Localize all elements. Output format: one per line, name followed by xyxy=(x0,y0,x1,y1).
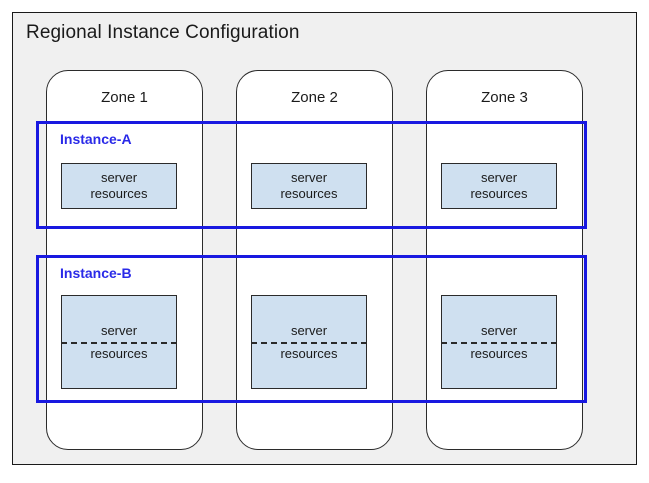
server-resource-line-1: server xyxy=(290,323,328,338)
server-resource-line-2: resources xyxy=(280,346,338,361)
server-resource-box-b2[interactable]: server resources xyxy=(251,295,367,389)
zone-label-2: Zone 2 xyxy=(291,89,338,106)
server-resource-box-a2[interactable]: server resources xyxy=(251,163,367,209)
server-resource-line-2: resources xyxy=(470,346,528,361)
server-resource-box-a1[interactable]: server resources xyxy=(61,163,177,209)
server-resource-line-2: resources xyxy=(280,186,338,201)
zone-card-1[interactable]: Zone 1 xyxy=(46,70,203,450)
dashed-divider-icon xyxy=(441,342,557,344)
zone-label-3: Zone 3 xyxy=(481,89,528,106)
server-resource-box-b1[interactable]: server resources xyxy=(61,295,177,389)
page-title: Regional Instance Configuration xyxy=(26,22,300,43)
server-resource-line-2: resources xyxy=(470,186,528,201)
zone-card-3[interactable]: Zone 3 xyxy=(426,70,583,450)
server-resource-line-1: server xyxy=(480,169,518,185)
server-resource-box-a3[interactable]: server resources xyxy=(441,163,557,209)
server-resource-line-1: server xyxy=(480,323,518,338)
server-resource-line-1: server xyxy=(290,169,328,185)
server-resource-line-1: server xyxy=(100,323,138,338)
server-resource-line-1: server xyxy=(100,169,138,185)
server-resource-box-b3[interactable]: server resources xyxy=(441,295,557,389)
zone-card-2[interactable]: Zone 2 xyxy=(236,70,393,450)
server-resource-line-2: resources xyxy=(90,346,148,361)
server-resource-line-2: resources xyxy=(90,186,148,201)
dashed-divider-icon xyxy=(251,342,367,344)
zone-label-1: Zone 1 xyxy=(101,89,148,106)
dashed-divider-icon xyxy=(61,342,177,344)
